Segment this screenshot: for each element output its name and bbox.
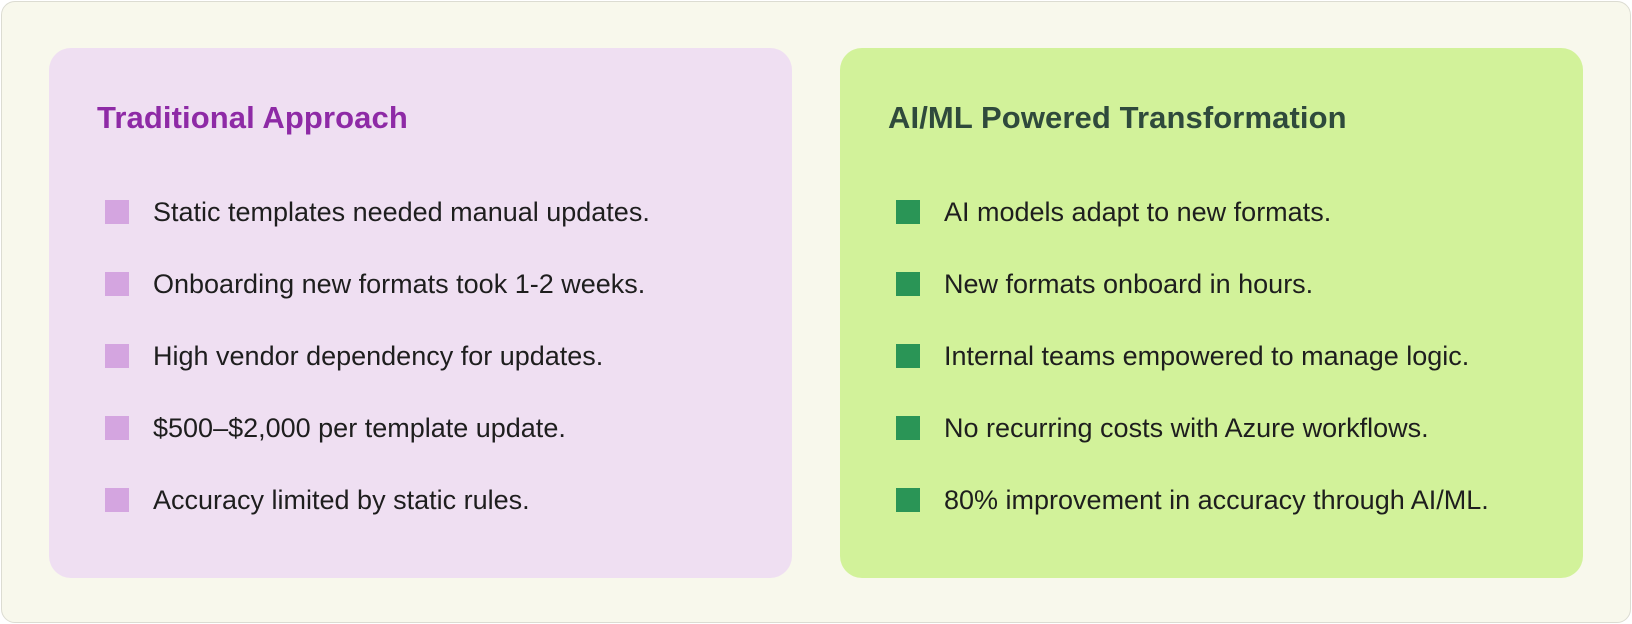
square-bullet-icon [896, 416, 920, 440]
list-item: Static templates needed manual updates. [97, 194, 744, 230]
list-item: New formats onboard in hours. [888, 266, 1535, 302]
ai-ml-transformation-title: AI/ML Powered Transformation [888, 100, 1347, 135]
list-item-text: No recurring costs with Azure workflows. [944, 413, 1429, 443]
list-item-text: AI models adapt to new formats. [944, 197, 1332, 227]
list-item: High vendor dependency for updates. [97, 338, 744, 374]
square-bullet-icon [896, 272, 920, 296]
list-item: $500–$2,000 per template update. [97, 410, 744, 446]
traditional-approach-card: Traditional Approach Static templates ne… [49, 48, 792, 578]
square-bullet-icon [105, 200, 129, 224]
list-item-text: Internal teams empowered to manage logic… [944, 341, 1470, 371]
list-item-text: 80% improvement in accuracy through AI/M… [944, 485, 1489, 515]
list-item-text: High vendor dependency for updates. [153, 341, 604, 371]
square-bullet-icon [896, 488, 920, 512]
list-item: Internal teams empowered to manage logic… [888, 338, 1535, 374]
square-bullet-icon [105, 488, 129, 512]
square-bullet-icon [896, 200, 920, 224]
list-item: AI models adapt to new formats. [888, 194, 1535, 230]
traditional-approach-title: Traditional Approach [97, 100, 408, 135]
square-bullet-icon [896, 344, 920, 368]
square-bullet-icon [105, 416, 129, 440]
list-item: No recurring costs with Azure workflows. [888, 410, 1535, 446]
list-item: 80% improvement in accuracy through AI/M… [888, 482, 1535, 518]
square-bullet-icon [105, 344, 129, 368]
square-bullet-icon [105, 272, 129, 296]
list-item: Accuracy limited by static rules. [97, 482, 744, 518]
ai-ml-transformation-list: AI models adapt to new formats. New form… [888, 194, 1535, 518]
list-item-text: Static templates needed manual updates. [153, 197, 650, 227]
list-item-text: Onboarding new formats took 1-2 weeks. [153, 269, 646, 299]
traditional-approach-list: Static templates needed manual updates. … [97, 194, 744, 518]
list-item-text: New formats onboard in hours. [944, 269, 1314, 299]
list-item-text: Accuracy limited by static rules. [153, 485, 530, 515]
list-item-text: $500–$2,000 per template update. [153, 413, 566, 443]
ai-ml-transformation-card: AI/ML Powered Transformation AI models a… [840, 48, 1583, 578]
list-item: Onboarding new formats took 1-2 weeks. [97, 266, 744, 302]
